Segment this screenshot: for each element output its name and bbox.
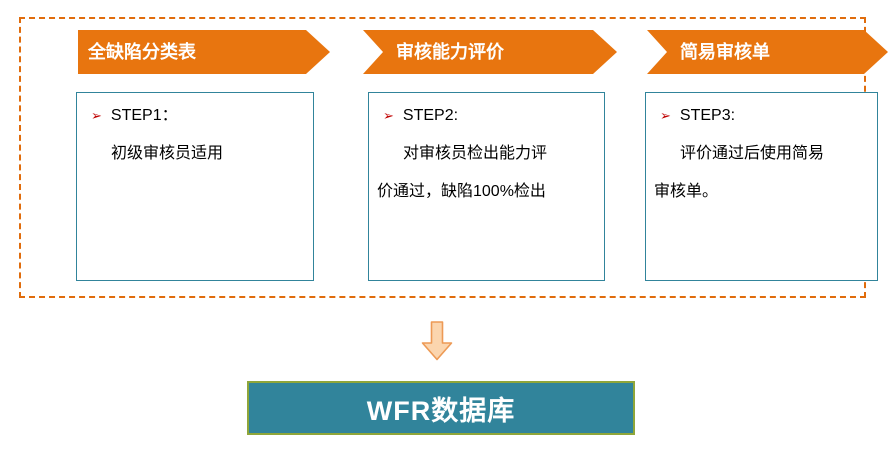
banner-full-defect-table: 全缺陷分类表 — [78, 30, 330, 74]
banner-simple-checklist: 简易审核单 — [647, 30, 888, 74]
down-arrow-icon — [421, 321, 453, 361]
arrow-bullet-icon: ➢ — [660, 108, 671, 123]
step3-body: 评价通过后使用简易审核单。 — [654, 145, 825, 200]
banner-audit-ability-evaluation: 审核能力评价 — [363, 30, 617, 74]
step1-box: ➢ STEP1： 初级审核员适用 — [76, 92, 314, 281]
wfr-database-label: WFR数据库 — [366, 395, 516, 426]
banner-label: 全缺陷分类表 — [88, 42, 196, 62]
step2-title: STEP2: — [402, 107, 459, 124]
banner-label: 简易审核单 — [680, 42, 770, 62]
arrow-bullet-icon: ➢ — [91, 108, 102, 123]
arrow-bullet-icon: ➢ — [383, 108, 394, 123]
wfr-database-box: WFR数据库 — [247, 381, 635, 435]
step3-title: STEP3: — [679, 107, 736, 124]
step2-box: ➢ STEP2: 对审核员检出能力评价通过，缺陷100%检出 — [368, 92, 605, 281]
step1-title: STEP1： — [110, 107, 178, 124]
banner-label: 审核能力评价 — [396, 42, 504, 62]
step3-title-line: ➢ STEP3: — [654, 97, 869, 135]
step3-box: ➢ STEP3: 评价通过后使用简易审核单。 — [645, 92, 878, 281]
step2-body: 对审核员检出能力评价通过，缺陷100%检出 — [377, 145, 548, 200]
step1-title-line: ➢ STEP1： — [85, 97, 305, 135]
step1-body: 初级审核员适用 — [111, 145, 224, 162]
step2-title-line: ➢ STEP2: — [377, 97, 596, 135]
